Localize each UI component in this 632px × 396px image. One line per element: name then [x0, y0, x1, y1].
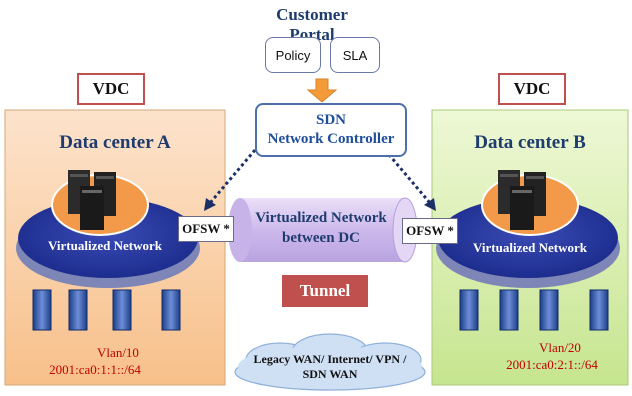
- portal-to-controller-arrow: [306, 78, 338, 103]
- tunnel-description-line1: Virtualized Network: [255, 210, 387, 226]
- right-control-arrowhead: [424, 198, 436, 211]
- right-vlan-label: Vlan/20: [539, 340, 581, 355]
- tunnel-cylinder-left-cap: [228, 198, 252, 262]
- tunnel-description: Virtualized Network between DC: [246, 208, 396, 248]
- left-datacenter-title: Data center A: [59, 132, 171, 153]
- tunnel-badge: Tunnel: [282, 275, 368, 307]
- left-ofsw-switch: OFSW *: [178, 216, 234, 242]
- left-vdc-label: VDC: [77, 73, 145, 105]
- wan-description-line2: SDN WAN: [302, 367, 358, 381]
- right-ipv6-label: 2001:ca0:2:1::/64: [506, 357, 598, 372]
- right-network-label: Virtualized Network: [473, 240, 587, 255]
- tunnel-cylinder-body: [240, 198, 405, 262]
- left-control-arrowhead: [204, 198, 216, 211]
- right-rack-servers: [459, 289, 609, 331]
- right-datacenter-title: Data center B: [474, 132, 586, 153]
- sdn-controller-box: SDN Network Controller: [255, 103, 407, 157]
- wan-description-line1: Legacy WAN/ Internet/ VPN /: [253, 352, 407, 366]
- right-vdc-label: VDC: [498, 73, 566, 105]
- left-server-cluster: [68, 170, 116, 230]
- sla-box: SLA: [330, 37, 380, 73]
- right-control-link: [383, 149, 432, 204]
- right-server-cluster: [498, 170, 546, 230]
- left-vlan-label: Vlan/10: [97, 345, 139, 360]
- policy-box: Policy: [265, 37, 321, 73]
- left-rack-servers: [32, 289, 181, 331]
- wan-description: Legacy WAN/ Internet/ VPN / SDN WAN: [240, 352, 420, 382]
- wan-cloud-fill: [238, 346, 422, 386]
- left-network-label: Virtualized Network: [48, 238, 162, 253]
- right-ofsw-switch: OFSW *: [402, 218, 458, 244]
- left-ipv6-label: 2001:ca0:1:1::/64: [49, 362, 141, 377]
- sdn-controller-line2: Network Controller: [267, 131, 395, 147]
- sdn-controller-line1: SDN: [315, 112, 346, 128]
- tunnel-description-line2: between DC: [282, 230, 360, 246]
